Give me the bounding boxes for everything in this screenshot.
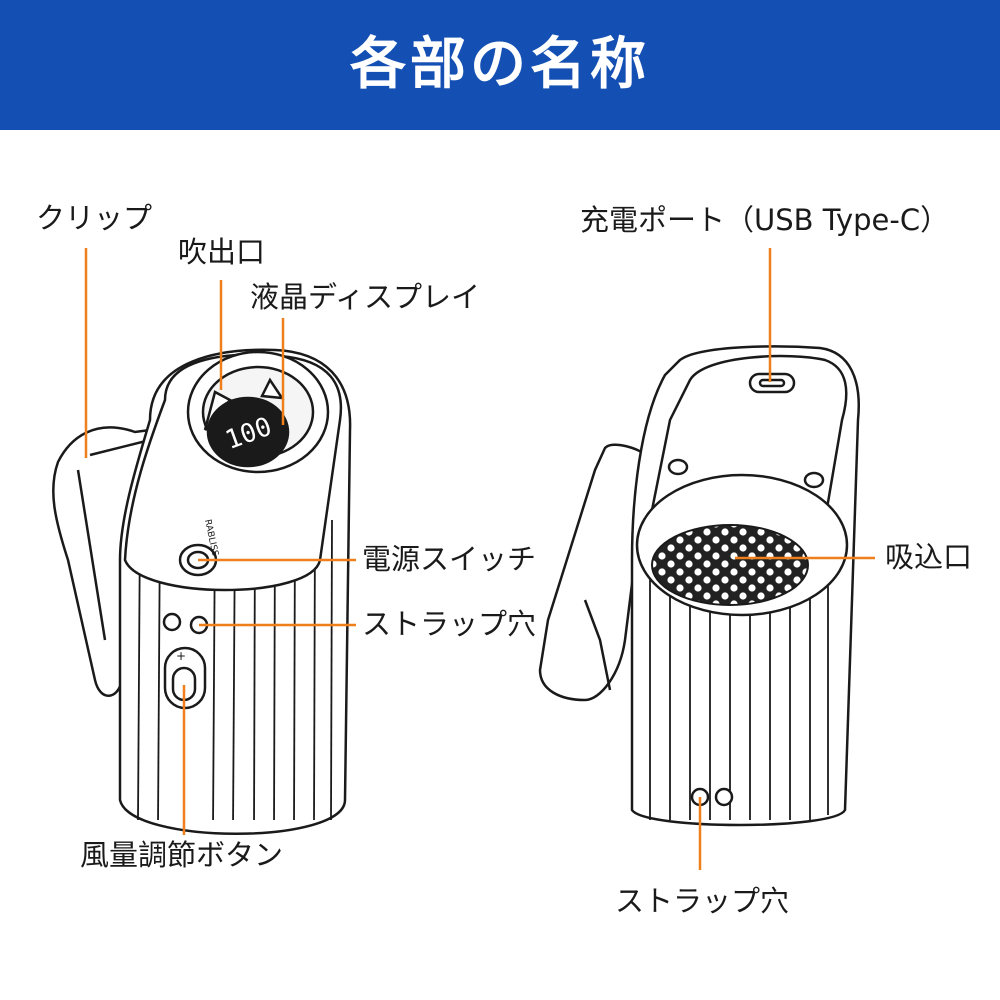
intake-grille bbox=[651, 524, 809, 606]
label-fan-button: 風量調節ボタン bbox=[80, 838, 284, 872]
label-power-switch: 電源スイッチ bbox=[362, 542, 537, 576]
page-title: 各部の名称 bbox=[350, 32, 650, 97]
right-device bbox=[538, 345, 860, 827]
label-intake: 吸込口 bbox=[885, 540, 973, 574]
label-display: 液晶ディスプレイ bbox=[250, 280, 480, 314]
display-screen bbox=[206, 396, 290, 468]
label-strap-hole-left: ストラップ穴 bbox=[362, 607, 537, 641]
label-clip: クリップ bbox=[36, 201, 153, 235]
header-bar bbox=[0, 0, 1000, 130]
strap-hole-left-a bbox=[162, 612, 182, 632]
left-device bbox=[52, 348, 352, 835]
label-strap-hole-right: ストラップ穴 bbox=[615, 884, 790, 918]
plus-sign: + bbox=[176, 649, 186, 663]
right-clip-part bbox=[538, 443, 652, 702]
label-charge-port: 充電ポート（USB Type-C） bbox=[580, 203, 950, 237]
strap-hole-right-b bbox=[714, 787, 734, 807]
label-outlet: 吹出口 bbox=[178, 235, 266, 269]
